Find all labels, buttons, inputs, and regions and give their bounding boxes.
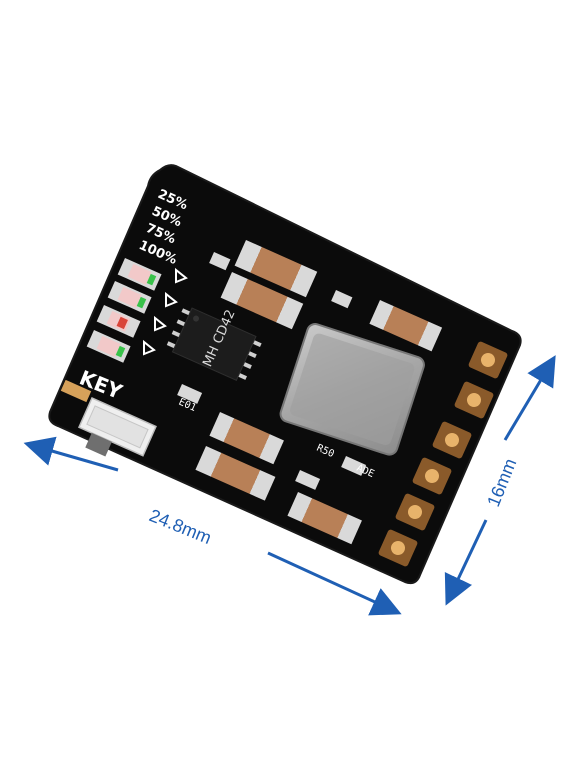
silk-triangle xyxy=(165,291,178,308)
slide-switch xyxy=(77,397,157,457)
pad-4 xyxy=(412,457,452,495)
silk-triangle xyxy=(154,315,167,332)
width-label: 24.8mm xyxy=(147,505,215,548)
percent-labels: 25% 50% 75% 100% xyxy=(136,187,190,268)
small-component xyxy=(177,384,203,404)
pad-3 xyxy=(432,421,472,459)
led-4 xyxy=(86,330,131,363)
led-2 xyxy=(107,281,152,314)
capacitor xyxy=(195,446,276,501)
small-component xyxy=(331,290,353,309)
capacitor xyxy=(209,412,284,465)
capacitor xyxy=(287,492,362,545)
capacitors xyxy=(177,239,443,545)
small-component xyxy=(209,252,231,271)
capacitor xyxy=(369,300,443,352)
small-component xyxy=(295,470,321,490)
small-component xyxy=(341,456,367,476)
silk-triangle xyxy=(175,267,188,284)
edge-pads xyxy=(378,341,508,567)
pad-2 xyxy=(454,381,494,419)
capacitor xyxy=(234,239,318,298)
switch-pad xyxy=(60,379,92,403)
led-1 xyxy=(117,258,162,291)
capacitor xyxy=(220,272,304,330)
led-3 xyxy=(96,305,141,338)
indicator-leds xyxy=(86,258,188,363)
height-label: 16mm xyxy=(483,456,520,510)
pad-1 xyxy=(468,341,508,379)
silk-triangle xyxy=(143,339,156,356)
pad-5 xyxy=(395,493,435,531)
pad-6 xyxy=(378,529,418,567)
pcb-board xyxy=(48,164,522,585)
inductor xyxy=(279,323,425,456)
charger-ic: MH CD42 xyxy=(166,307,262,381)
